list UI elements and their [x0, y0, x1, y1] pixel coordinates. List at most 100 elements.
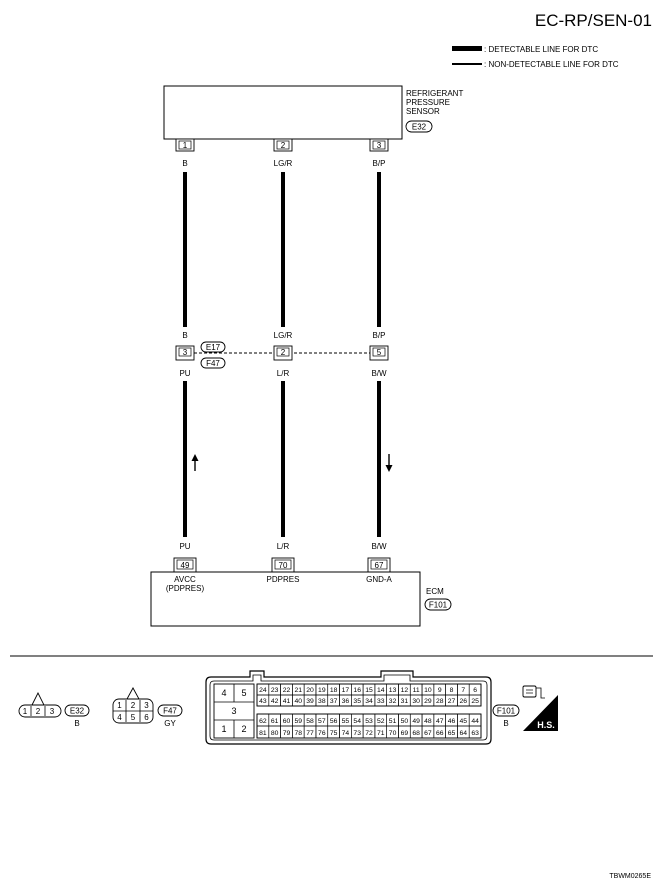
f101-pin-37: 37	[330, 698, 338, 705]
hs-black-triangle	[523, 695, 558, 731]
f101-pin-16: 16	[353, 687, 361, 694]
f101-pin-38: 38	[318, 698, 326, 705]
sensor-name-line-1: REFRIGERANT	[406, 89, 463, 98]
f101-pin-22: 22	[283, 687, 291, 694]
f101-pin-23: 23	[271, 687, 279, 694]
sensor-name-line-3: SENSOR	[406, 107, 440, 116]
f101-pin-29: 29	[424, 698, 432, 705]
ecm-wire-color-3: B/W	[371, 542, 387, 551]
f101-pin-33: 33	[377, 698, 385, 705]
f101-pin-36: 36	[342, 698, 350, 705]
connector-key-icon	[31, 691, 45, 706]
f101-pin-63: 63	[471, 730, 479, 737]
ecm-terminal-pdpres: PDPRES	[267, 575, 300, 584]
joint-pin-2-number: 2	[281, 348, 286, 357]
figure-id: TBWM0265E	[609, 873, 651, 880]
f101-pin-45: 45	[460, 718, 468, 725]
ecm-connector-id: F101	[429, 601, 448, 610]
joint-pin-5-number: 5	[377, 348, 382, 357]
f101-pin-72: 72	[365, 730, 373, 737]
legend-detectable-swatch	[452, 46, 482, 51]
f101-color: B	[503, 719, 508, 728]
ecm-terminal-avcc: AVCC	[174, 575, 196, 584]
f101-pin-52: 52	[377, 718, 385, 725]
legend-detectable-label: : DETECTABLE LINE FOR DTC	[484, 45, 598, 54]
f47-pin-2: 2	[131, 701, 136, 710]
sensor-pins: 1 2 3 B LG/R B/P	[175, 138, 389, 168]
f101-pin-4: 4	[221, 688, 226, 698]
f101-pin-34: 34	[365, 698, 373, 705]
f101-pin-77: 77	[306, 730, 314, 737]
ecm-pin-70-number: 70	[279, 561, 288, 570]
ecm-wire-color-1: PU	[179, 542, 190, 551]
f101-pin-71: 71	[377, 730, 385, 737]
f101-pin-27: 27	[448, 698, 456, 705]
f101-pin-60: 60	[283, 718, 291, 725]
f101-pin-49: 49	[412, 718, 420, 725]
f101-pin-20: 20	[306, 687, 314, 694]
f101-pin-44: 44	[471, 718, 479, 725]
f101-pin-12: 12	[401, 687, 409, 694]
f101-pin-59: 59	[294, 718, 302, 725]
upper-wires	[183, 172, 381, 327]
arrow-up-icon	[191, 454, 199, 471]
joint-connector-e17: E17	[206, 343, 221, 352]
ecm: PU L/R B/W 49 70 67 AVCC (PDPRES) PDPRES…	[150, 542, 452, 627]
joint-lower-color-3: B/W	[371, 369, 387, 378]
sensor-pin-1: 1	[175, 138, 195, 152]
f47-pin-5: 5	[131, 713, 136, 722]
f101-pin-26: 26	[460, 698, 468, 705]
f101-pin-18: 18	[330, 687, 338, 694]
f101-pin-40: 40	[294, 698, 302, 705]
f101-pin-9: 9	[438, 687, 442, 694]
joint-lower-color-2: L/R	[277, 369, 290, 378]
sensor-wire-color-2: LG/R	[274, 159, 293, 168]
ecm-box	[150, 571, 421, 627]
page-code: EC-RP/SEN-01	[535, 11, 652, 30]
f101-pin-7: 7	[461, 687, 465, 694]
f101-pin-58: 58	[306, 718, 314, 725]
f101-pin-21: 21	[294, 687, 302, 694]
f101-pin-3: 3	[231, 706, 236, 716]
connector-key-icon	[126, 687, 140, 700]
arrow-down-icon	[385, 454, 393, 472]
sensor-connector-id: E32	[412, 123, 427, 132]
connector-view-e32: 1 2 3 E32 B	[18, 691, 90, 728]
ecm-wire-color-2: L/R	[277, 542, 290, 551]
f101-pin-17: 17	[342, 687, 350, 694]
f101-pin-62: 62	[259, 718, 267, 725]
legend-non-detectable-label: : NON-DETECTABLE LINE FOR DTC	[484, 60, 619, 69]
joint-upper-color-2: LG/R	[274, 331, 293, 340]
f101-pin-51: 51	[389, 718, 397, 725]
f101-inner-shell	[209, 674, 488, 741]
f101-pin-30: 30	[412, 698, 420, 705]
f101-pin-31: 31	[401, 698, 409, 705]
e32-color: B	[74, 719, 79, 728]
ecm-pin-67-number: 67	[375, 561, 384, 570]
f101-pin-80: 80	[271, 730, 279, 737]
connector-plug-icon	[522, 685, 545, 699]
f101-pin-67: 67	[424, 730, 432, 737]
f101-pin-76: 76	[318, 730, 326, 737]
f101-pin-54: 54	[353, 718, 361, 725]
f101-pin-57: 57	[318, 718, 326, 725]
f101-pin-73: 73	[353, 730, 361, 737]
joint-pin-5: 5	[369, 345, 389, 361]
f101-pin-81: 81	[259, 730, 267, 737]
f101-pin-69: 69	[401, 730, 409, 737]
f101-pin-65: 65	[448, 730, 456, 737]
joint-connector: B LG/R B/P 3 2 5 E17 F47 PU L/R B/W	[175, 331, 389, 378]
ecm-pin-49-number: 49	[181, 561, 190, 570]
f47-pin-4: 4	[117, 713, 122, 722]
sensor-pin-2: 2	[273, 138, 293, 152]
f101-pin-47: 47	[436, 718, 444, 725]
ecm-pin-70: 70	[271, 557, 295, 573]
f101-pin-13: 13	[389, 687, 397, 694]
f101-pin-68: 68	[412, 730, 420, 737]
f101-cell-frame	[468, 725, 482, 739]
f47-color: GY	[164, 719, 176, 728]
f101-pin-48: 48	[424, 718, 432, 725]
